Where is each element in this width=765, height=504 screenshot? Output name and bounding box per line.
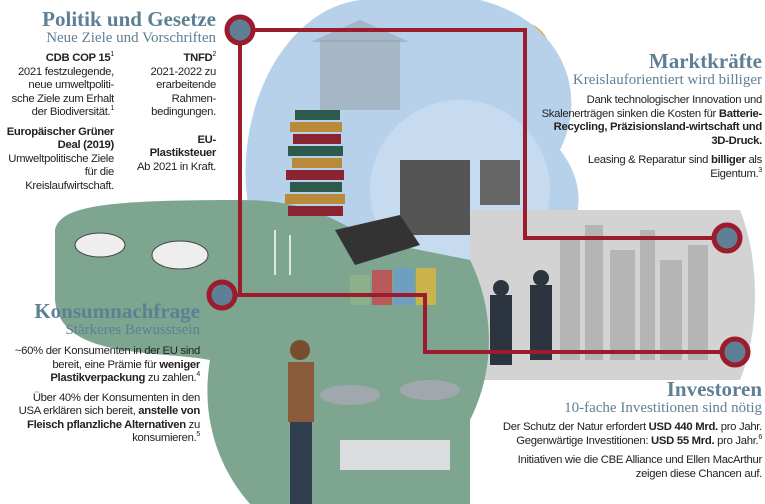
recycling-machine — [335, 160, 520, 265]
woman-with-basket — [288, 340, 314, 504]
konsum-subtitle: Stärkeres Bewusstsein — [65, 322, 200, 338]
node-markt — [711, 222, 743, 254]
node-invest — [719, 336, 751, 368]
politik-subtitle: Neue Ziele und Vorschriften — [46, 30, 216, 46]
konsum-section: Konsumnachfrage Stärkeres Bewusstsein ~6… — [14, 300, 200, 452]
node-politik — [224, 14, 256, 46]
politik-item: Europäischer Grüner Deal (2019)Umweltpol… — [6, 125, 115, 192]
politik-section: Politik und Gesetze Neue Ziele und Vorsc… — [6, 7, 217, 199]
konsum-text-2: Über 40% der Konsumenten in den USA erkl… — [18, 391, 201, 445]
book-stack — [285, 110, 345, 216]
invest-subtitle: 10-fache Investitionen sind nötig — [564, 400, 762, 416]
businessmen-handshake — [490, 270, 552, 365]
cows — [74, 232, 209, 270]
city-skyline — [560, 225, 708, 360]
invest-text-2: Initiativen wie die CBE Alliance und Ell… — [517, 454, 763, 480]
konsum-title: Konsumnachfrage — [34, 299, 200, 323]
konsum-text-1: ~60% der Konsumenten in der EU sind bere… — [14, 345, 200, 384]
path-nodes — [206, 14, 751, 368]
markt-text-2: Leasing & Reparatur sind billiger als Ei… — [587, 154, 762, 180]
markt-text-1: Dank technologischer Innovation und Skal… — [541, 94, 763, 147]
museum-building — [310, 20, 410, 110]
invest-section: Investoren 10-fache Investitionen sind n… — [476, 378, 762, 487]
node-konsum — [206, 279, 238, 311]
invest-title: Investoren — [666, 377, 762, 401]
market-stalls — [320, 380, 460, 470]
wind-turbines — [274, 230, 291, 275]
markt-title: Marktkräfte — [648, 49, 762, 73]
invest-text-1: Der Schutz der Natur erfordert USD 440 M… — [502, 421, 762, 447]
markt-section: Marktkräfte Kreislauforientiert wird bil… — [540, 49, 763, 187]
politik-title: Politik und Gesetze — [42, 7, 216, 31]
markt-subtitle: Kreislauforientiert wird billiger — [572, 72, 762, 88]
